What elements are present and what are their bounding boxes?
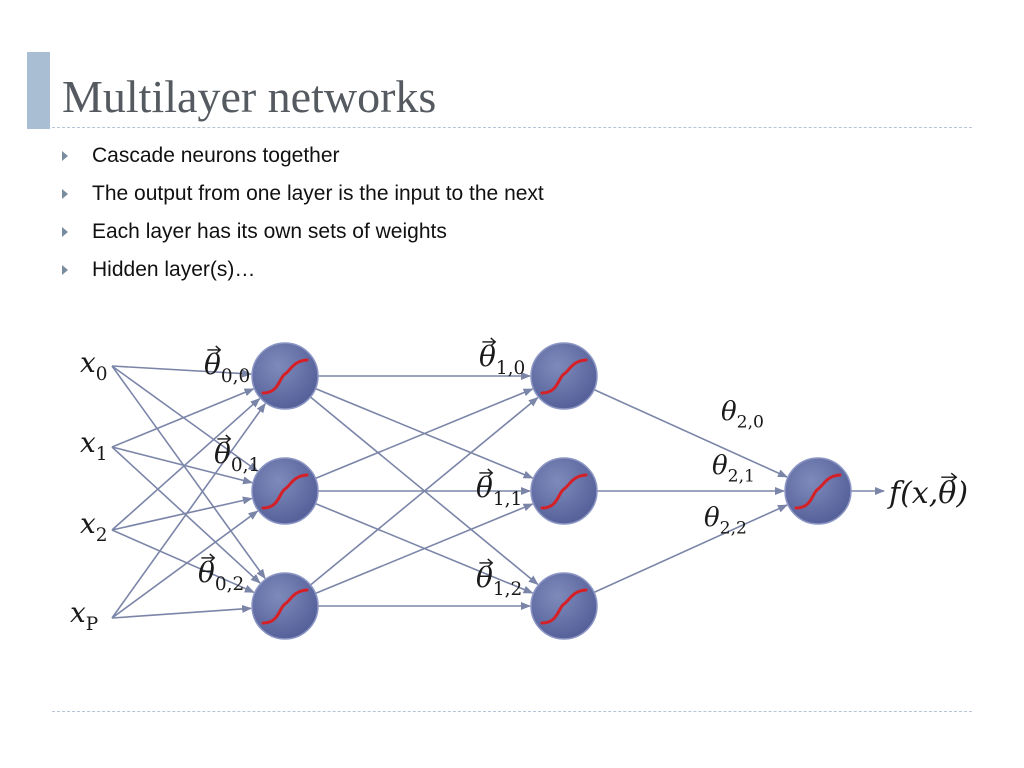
bullet-text: Cascade neurons together <box>92 144 340 167</box>
edge-input-1-to-h1-1 <box>111 446 254 485</box>
edge-h1-1-to-h2-0 <box>315 388 534 480</box>
bullet-arrow-icon <box>62 151 68 161</box>
sigmoid-icon <box>794 473 842 510</box>
edge-input-2-to-h1-1 <box>111 496 253 531</box>
bullet-text: The output from one layer is the input t… <box>92 182 544 205</box>
vector-arrowhead-icon <box>209 553 216 563</box>
layer1-weight-label-1: θ0,1 <box>214 437 260 476</box>
bullet-text: Hidden layer(s)… <box>92 258 256 281</box>
neuron-hidden1-0 <box>251 342 319 410</box>
sigmoid-icon <box>261 588 309 625</box>
sigmoid-icon <box>540 473 588 510</box>
edge-layer <box>111 365 885 619</box>
neuron-circle <box>530 342 598 410</box>
title-divider <box>52 127 972 128</box>
neuron-circle <box>251 572 319 640</box>
neuron-hidden1-2 <box>251 572 319 640</box>
neuron-circle <box>251 342 319 410</box>
footer-divider <box>52 711 972 712</box>
neuron-circle <box>784 457 852 525</box>
neuron-circle <box>530 457 598 525</box>
bullet-item: Each layer has its own sets of weights <box>62 214 544 252</box>
bullet-arrow-icon <box>62 227 68 237</box>
vector-arrowhead-icon <box>225 434 232 444</box>
vector-arrowhead-icon <box>490 337 497 347</box>
neuron-hidden2-0 <box>530 342 598 410</box>
sigmoid-icon <box>261 358 309 395</box>
bullet-arrow-icon <box>62 265 68 275</box>
edge-input-0-to-h1-1 <box>111 365 259 472</box>
output-weight-label-2: θ2,2 <box>704 503 747 538</box>
vector-arrow-icon <box>941 472 958 482</box>
edge-h2-2-to-output <box>593 504 788 594</box>
bullet-text: Each layer has its own sets of weights <box>92 220 447 243</box>
bullet-item: The output from one layer is the input t… <box>62 176 544 214</box>
edge-h1-2-to-h2-1 <box>315 503 534 595</box>
neuron-hidden2-2 <box>530 572 598 640</box>
edge-h1-2-to-h2-0 <box>309 396 539 586</box>
vector-arrowhead-icon <box>215 345 222 355</box>
neuron-hidden1-1 <box>251 457 319 525</box>
input-label-1: x1 <box>80 426 108 465</box>
input-label-0: x0 <box>80 346 108 385</box>
neuron-output <box>784 457 852 525</box>
edge-input-3-to-h1-0 <box>111 402 266 619</box>
bullet-item: Hidden layer(s)… <box>62 252 544 290</box>
sigmoid-icon <box>261 473 309 510</box>
neuron-hidden2-1 <box>530 457 598 525</box>
label-layer: x0 x1 x2 xP θ0,0 θ0,1 θ0,2 θ1,0 θ1,1 θ1,2 θ2,0 θ2,1… <box>70 337 968 635</box>
bullet-list: Cascade neurons together The output from… <box>62 138 544 290</box>
edge-h2-0-to-output <box>593 388 788 478</box>
edge-input-0-to-h1-0 <box>111 365 253 378</box>
edge-input-3-to-h1-2 <box>111 604 253 619</box>
output-function-label: f(x,θ) <box>887 476 968 511</box>
layer2-weight-label-2: θ1,2 <box>476 561 522 600</box>
bullet-arrow-icon <box>62 189 68 199</box>
edge-input-2-to-h1-0 <box>111 397 261 531</box>
sigmoid-icon <box>540 358 588 395</box>
edge-input-1-to-h1-0 <box>111 388 255 448</box>
vector-arrowhead-icon <box>487 558 494 568</box>
input-label-2: x2 <box>80 507 108 546</box>
vector-arrowhead-icon <box>487 468 494 478</box>
neuron-layer <box>251 342 852 640</box>
output-weight-label-1: θ2,1 <box>712 451 755 486</box>
edge-input-2-to-h1-2 <box>111 529 255 594</box>
layer1-weight-label-0: θ0,0 <box>204 348 250 387</box>
layer1-weight-label-2: θ0,2 <box>198 556 244 595</box>
bullet-item: Cascade neurons together <box>62 138 544 176</box>
neuron-circle <box>251 457 319 525</box>
edge-input-0-to-h1-2 <box>111 365 266 580</box>
edge-input-3-to-h1-1 <box>111 510 259 619</box>
page-title: Multilayer networks <box>62 71 437 122</box>
layer2-weight-label-1: θ1,1 <box>476 471 522 510</box>
title-accent-bar <box>27 52 50 129</box>
input-label-3: xP <box>70 596 98 635</box>
layer2-weight-label-0: θ1,0 <box>479 340 525 379</box>
output-weight-label-0: θ2,0 <box>721 397 764 432</box>
sigmoid-icon <box>540 588 588 625</box>
neuron-circle <box>530 572 598 640</box>
